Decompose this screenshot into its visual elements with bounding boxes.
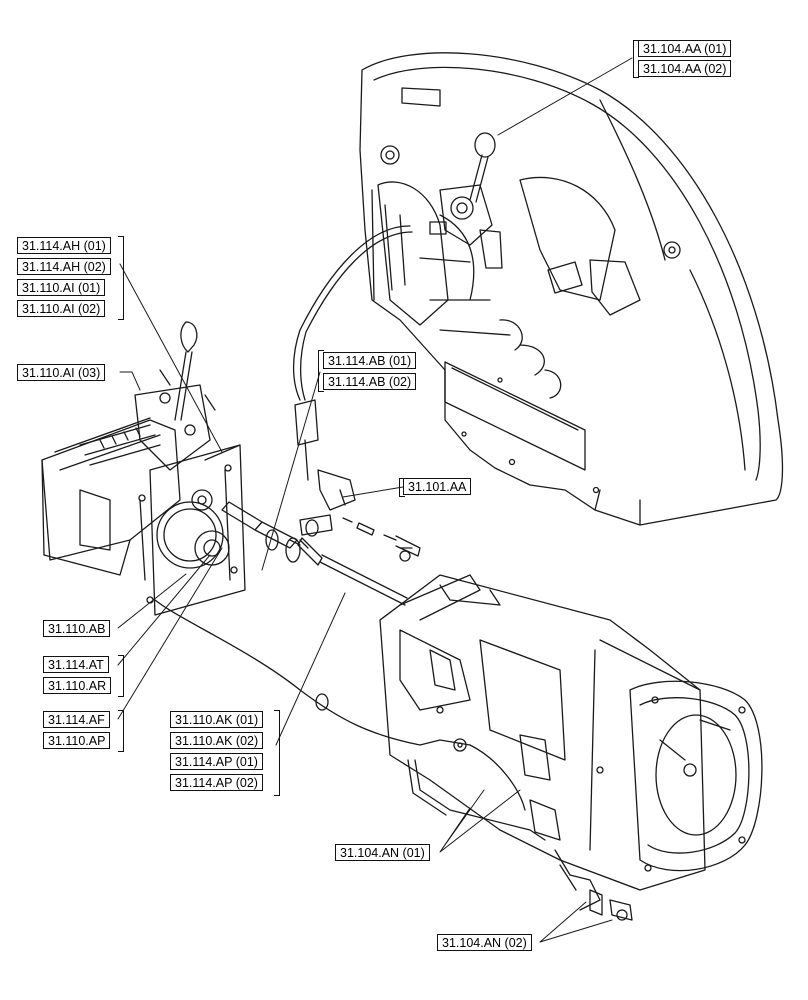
label-31-110-ai-03[interactable]: 31.110.AI (03) (17, 364, 106, 381)
label-31-110-ak-01[interactable]: 31.110.AK (01) (170, 711, 264, 728)
bracket-ah-ai (118, 236, 124, 320)
linkage-bracket (294, 399, 421, 562)
label-31-110-ak-02[interactable]: 31.110.AK (02) (170, 732, 264, 749)
drive-shaft (221, 501, 408, 606)
label-31-114-ab-02[interactable]: 31.114.AB (02) (323, 373, 417, 390)
label-31-114-ab-01[interactable]: 31.114.AB (01) (323, 352, 417, 369)
bracket-ab (318, 350, 324, 392)
upper-lever (429, 132, 503, 269)
leader-lines (117, 57, 633, 943)
label-31-110-ai-01[interactable]: 31.110.AI (01) (17, 279, 106, 296)
cables (154, 225, 546, 841)
label-31-114-ah-01[interactable]: 31.114.AH (01) (17, 237, 111, 254)
label-31-104-an-02[interactable]: 31.104.AN (02) (437, 934, 532, 951)
label-31-110-ar[interactable]: 31.110.AR (43, 677, 112, 694)
label-31-114-at[interactable]: 31.114.AT (43, 656, 109, 673)
fender-panel (359, 52, 784, 526)
bracket-ak-ap (274, 710, 280, 796)
label-31-114-ah-02[interactable]: 31.114.AH (02) (17, 258, 111, 275)
label-31-114-af[interactable]: 31.114.AF (43, 711, 110, 728)
label-31-114-ap-01[interactable]: 31.114.AP (01) (170, 753, 263, 770)
label-31-114-ap-02[interactable]: 31.114.AP (02) (170, 774, 263, 791)
label-31-110-ai-02[interactable]: 31.110.AI (02) (17, 300, 106, 317)
label-31-104-an-01[interactable]: 31.104.AN (01) (335, 844, 430, 861)
label-31-110-ap[interactable]: 31.110.AP (43, 732, 111, 749)
label-31-110-ab[interactable]: 31.110.AB (43, 620, 111, 637)
bracket-aa (633, 40, 639, 78)
transmission-housing (379, 574, 763, 921)
label-31-104-aa-02[interactable]: 31.104.AA (02) (638, 60, 732, 77)
bracket-af-ap (118, 710, 124, 752)
bracket-at-ar (118, 655, 124, 697)
bracket-101-aa (399, 478, 405, 497)
label-31-104-aa-01[interactable]: 31.104.AA (01) (638, 40, 732, 57)
label-31-101-aa[interactable]: 31.101.AA (403, 478, 472, 495)
